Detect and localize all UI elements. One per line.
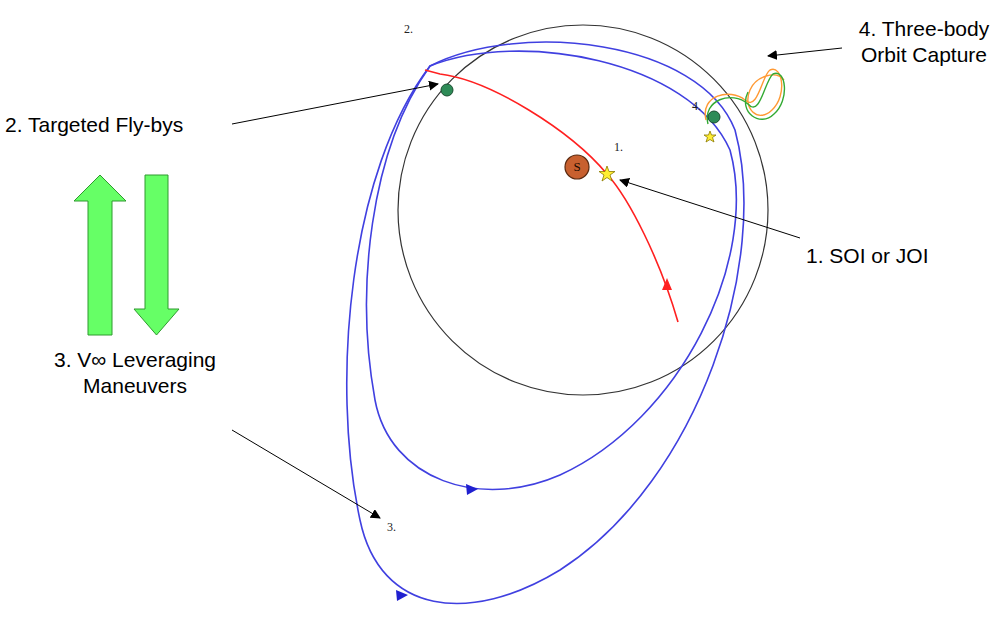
maneuver-star (704, 131, 716, 142)
orbit-arrow (466, 484, 478, 495)
leader-line (232, 84, 438, 124)
step-label: 1. SOI or JOI (806, 243, 929, 269)
leader-line (232, 430, 380, 518)
moon-dot (708, 111, 720, 123)
moon-dot (441, 84, 453, 96)
orbit-arrow (396, 590, 408, 601)
maneuver-star (599, 166, 615, 181)
callout-number: 4. (692, 99, 701, 114)
down-arrow (134, 175, 179, 335)
leader-line (768, 48, 842, 56)
outer-orbit (347, 42, 744, 603)
planet-letter: S (564, 159, 590, 175)
step-label: 2. Targeted Fly-bys (5, 112, 183, 138)
callout-number: 2. (404, 22, 413, 37)
capture-orbit (707, 73, 784, 124)
planet-node: S (564, 154, 590, 180)
planet-circle (565, 155, 589, 179)
leader-line (620, 180, 800, 238)
step-label: 4. Three-body Orbit Capture (848, 16, 1000, 69)
step-label: 3. V∞ Leveraging Maneuvers (10, 347, 260, 400)
trajectory-arrow (662, 278, 672, 290)
inner-orbit (367, 51, 737, 489)
callout-number: 1. (614, 140, 623, 155)
approach-trajectory (425, 70, 678, 322)
up-arrow (74, 175, 126, 335)
callout-number: 3. (387, 520, 396, 535)
